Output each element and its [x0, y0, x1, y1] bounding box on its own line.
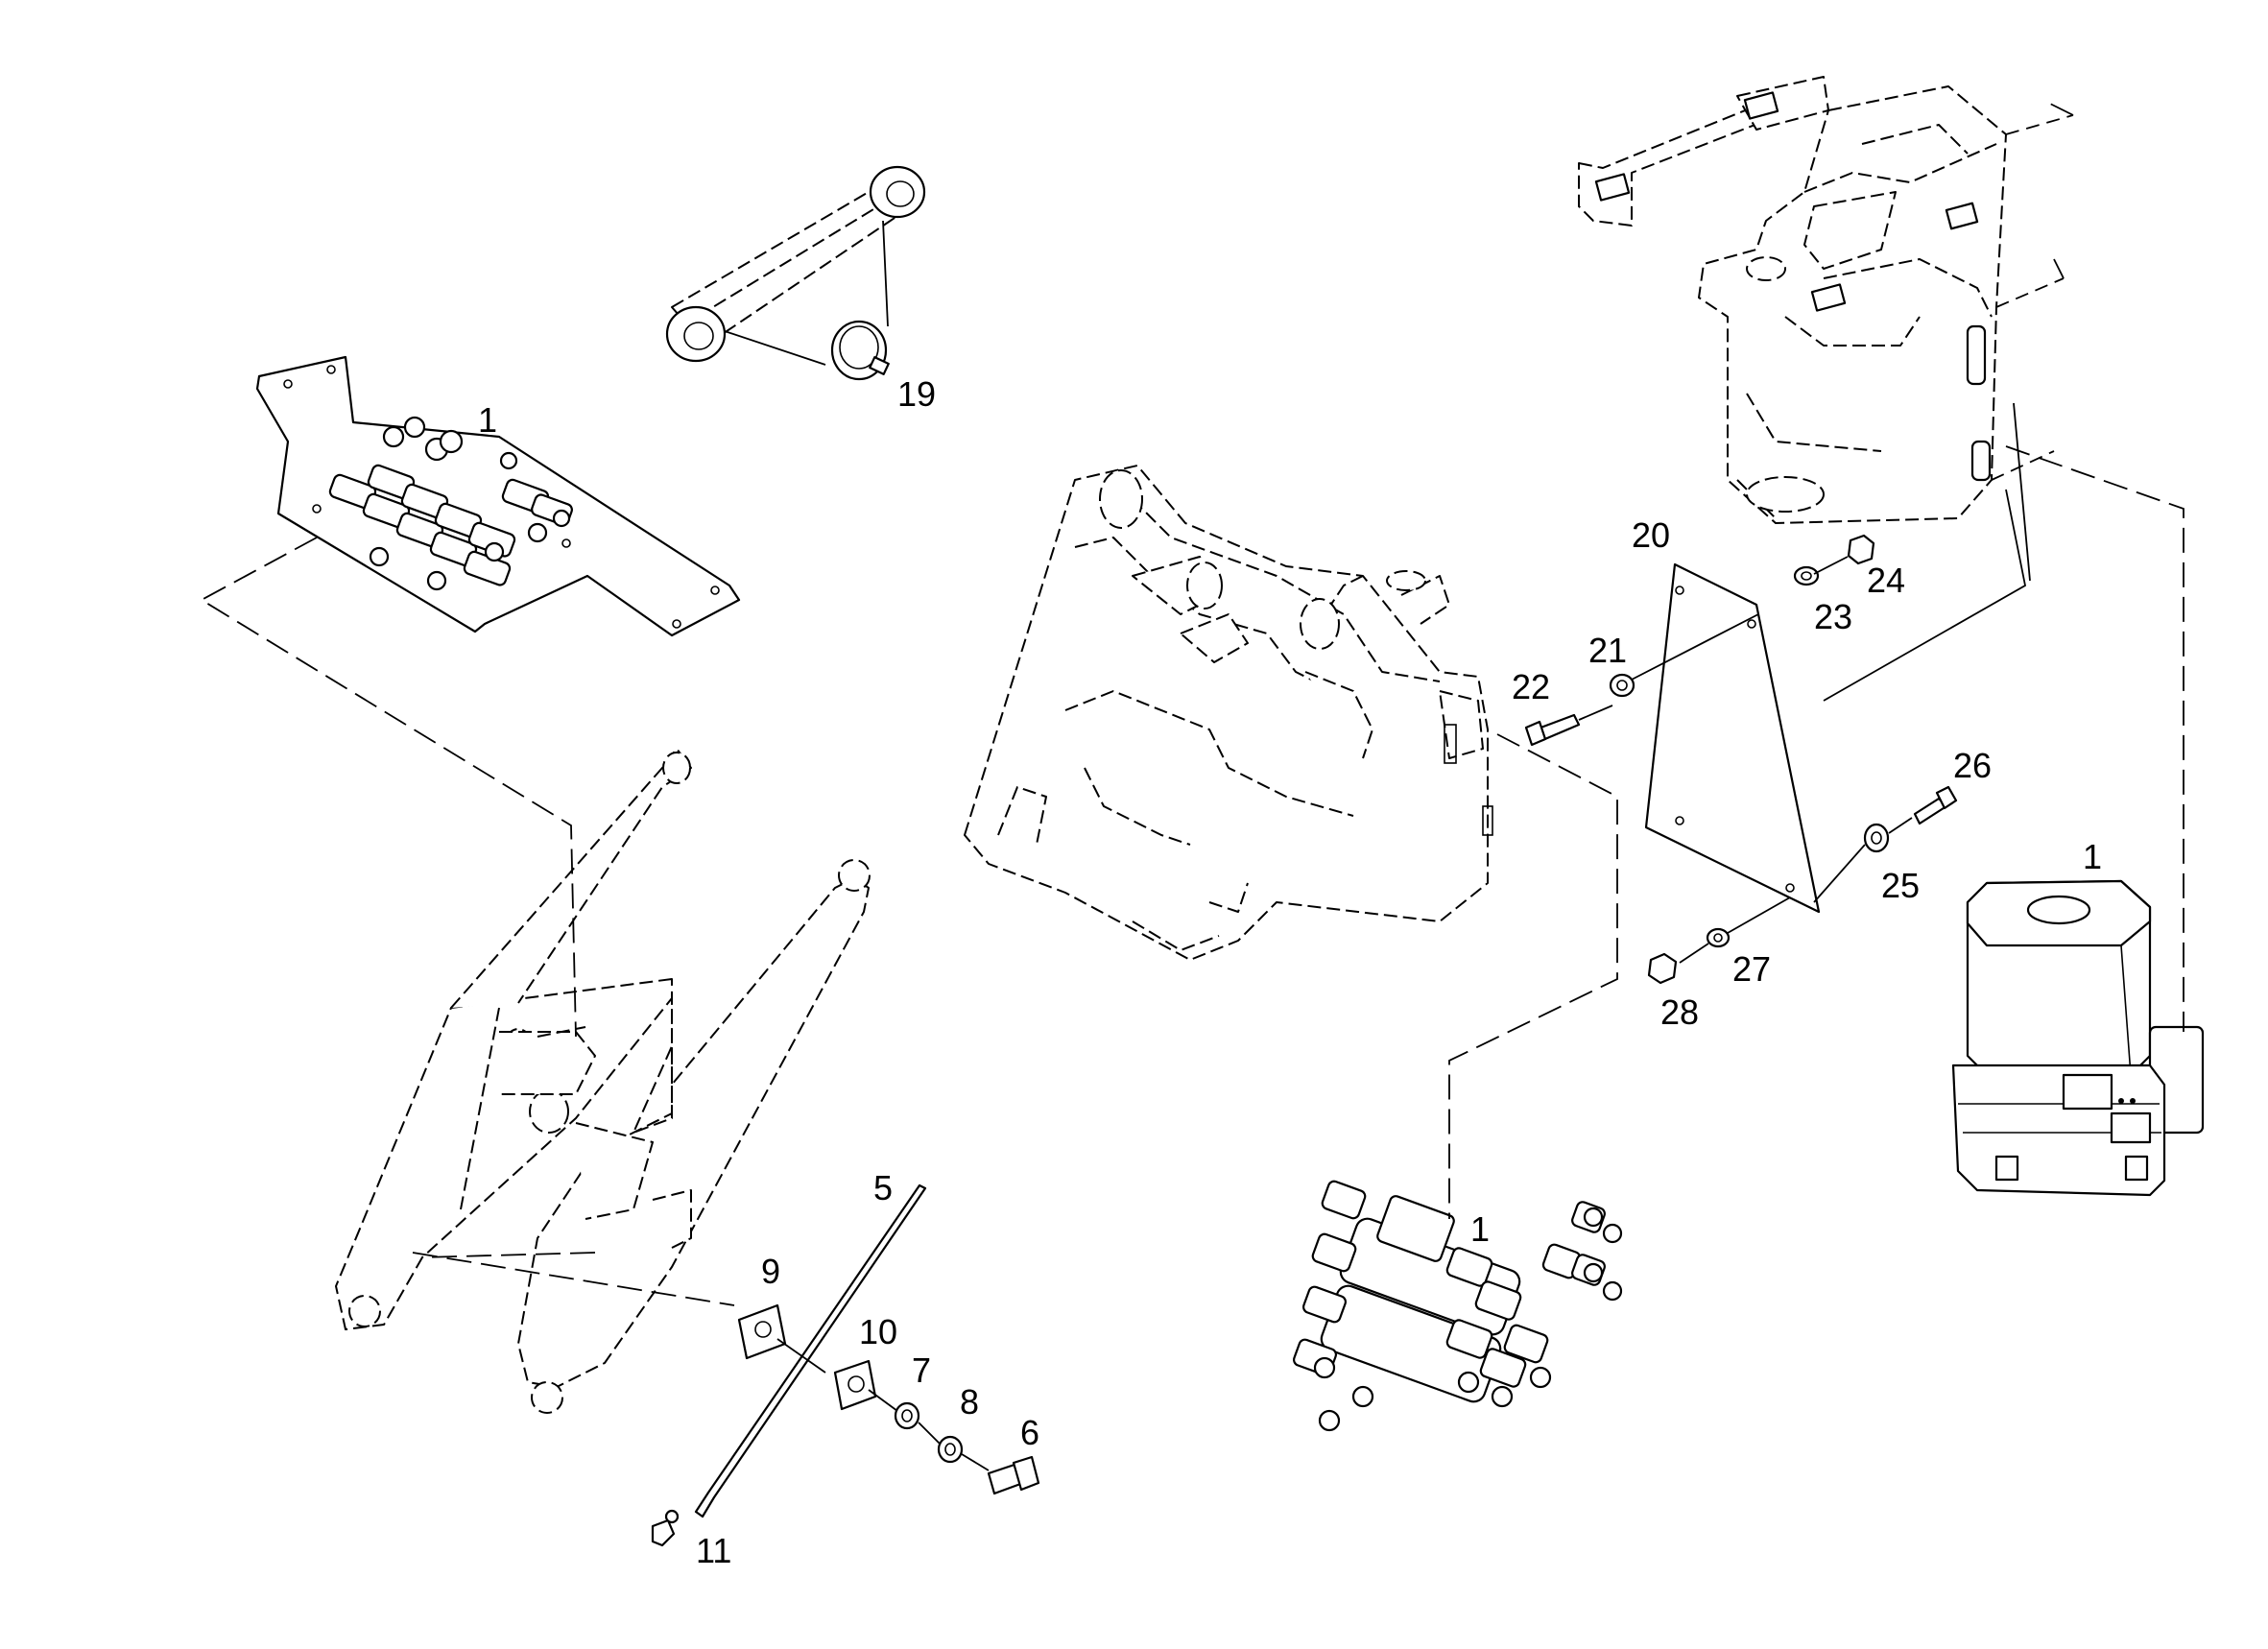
callout-11: 11 [696, 1531, 731, 1570]
machine-frame-ghost [1578, 76, 2074, 524]
callout-26: 26 [1953, 746, 1992, 785]
washer-8 [937, 1435, 964, 1464]
washer-23 [1793, 565, 1820, 586]
grease-pipe-5 [694, 1183, 927, 1518]
assembly-leader-lines [200, 402, 2184, 1306]
washer-21 [1609, 673, 1635, 698]
pipe-clamp-9 [737, 1303, 787, 1360]
callout-19: 19 [897, 374, 936, 414]
distributor-valve-bank [328, 416, 573, 591]
grease-nipple-11 [651, 1509, 680, 1547]
callout-1-pump: 1 [2083, 837, 2102, 876]
callout-25: 25 [1881, 866, 1920, 905]
callout-22: 22 [1512, 667, 1550, 706]
callout-20: 20 [1632, 515, 1670, 555]
callout-28: 28 [1660, 992, 1699, 1032]
nut-24 [1847, 534, 1875, 565]
callout-5: 5 [873, 1168, 893, 1207]
bolt-26 [1913, 785, 1958, 825]
washer-27 [1706, 927, 1731, 948]
bolt-22 [1524, 713, 1581, 747]
nut-28 [1647, 952, 1678, 985]
callout-8: 8 [960, 1382, 979, 1422]
callout-6: 6 [1020, 1413, 1039, 1452]
progressive-distributor-block [1293, 1180, 1623, 1432]
callout-23: 23 [1814, 597, 1852, 636]
lubrication-pump [1951, 879, 2205, 1197]
callout-7: 7 [912, 1350, 931, 1390]
callout-9: 9 [761, 1252, 780, 1291]
callout-1-plate: 1 [478, 400, 497, 440]
lift-link-arm [665, 165, 926, 363]
mounting-bracket-plate [1644, 562, 1821, 914]
loader-front-frame-ghost [964, 465, 1493, 961]
callout-10: 10 [859, 1312, 897, 1351]
washer-25 [1863, 823, 1890, 853]
callout-27: 27 [1732, 949, 1771, 989]
pipe-clamp-10 [833, 1359, 877, 1411]
distributor-plate-assembly [255, 355, 741, 637]
hose-clamp [830, 320, 890, 381]
washer-7 [894, 1401, 920, 1430]
callout-1-block: 1 [1470, 1209, 1490, 1249]
callout-21: 21 [1588, 631, 1627, 670]
callout-24: 24 [1867, 561, 1905, 600]
loader-lift-arms-ghost [335, 748, 871, 1414]
bolt-6 [987, 1455, 1040, 1495]
